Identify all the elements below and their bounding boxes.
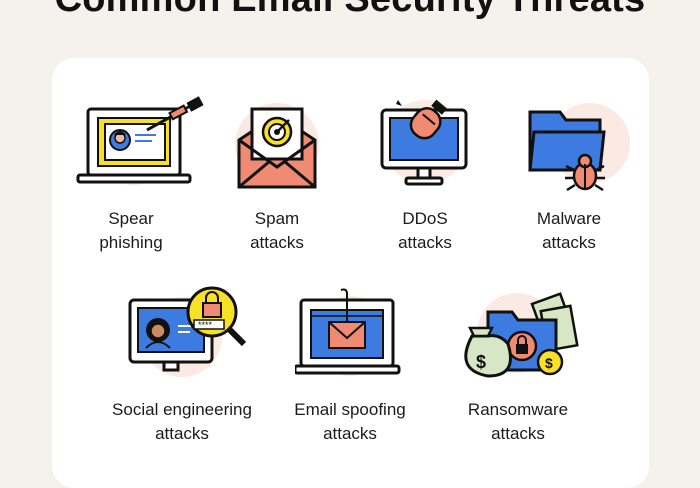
label-spear-phishing: Spear phishing [31, 207, 231, 255]
label-email-spoofing: Email spoofing attacks [250, 398, 450, 446]
moneybag-folder-lock-icon: $ $ [464, 292, 579, 378]
folder-bug-icon [528, 103, 630, 192]
label-line2: attacks [542, 233, 596, 252]
threat-ransomware: $ $ [452, 288, 582, 388]
threat-spam [222, 95, 332, 195]
page-title: Common Email Security Threats [0, 0, 700, 21]
label-spam: Spam attacks [177, 207, 377, 255]
threat-social-engineering: **** [122, 282, 252, 382]
label-line1: Spear [108, 209, 154, 228]
label-ddos: DDoS attacks [325, 207, 525, 255]
svg-text:$: $ [545, 355, 553, 371]
envelope-target-icon [235, 103, 319, 189]
label-line1: Malware [536, 209, 602, 228]
svg-text:****: **** [198, 320, 213, 330]
label-line2: attacks [323, 424, 377, 443]
label-malware: Malware attacks [469, 207, 669, 255]
label-line1: Ransomware [467, 400, 569, 419]
label-line1: DDoS [402, 209, 448, 228]
threat-email-spoofing [295, 284, 405, 384]
monitor-magnifier-lock-icon: **** [128, 286, 247, 377]
label-social-engineering: Social engineering attacks [82, 398, 282, 446]
label-line2: phishing [99, 233, 163, 252]
label-line2: attacks [155, 424, 209, 443]
laptop-fishing-rod-icon [76, 96, 204, 185]
label-line2: attacks [250, 233, 304, 252]
threat-spear-phishing [72, 95, 212, 195]
label-line1: Email spoofing [294, 400, 406, 419]
monitor-bomb-icon [380, 99, 468, 186]
label-line2: attacks [398, 233, 452, 252]
laptop-email-hook-icon [295, 288, 401, 376]
label-line1: Social engineering [112, 400, 252, 419]
label-line1: Spam [254, 209, 300, 228]
svg-text:$: $ [476, 352, 486, 372]
label-ransomware: Ransomware attacks [418, 398, 618, 446]
label-line2: attacks [491, 424, 545, 443]
threat-malware [520, 98, 630, 198]
threat-ddos [370, 94, 480, 194]
